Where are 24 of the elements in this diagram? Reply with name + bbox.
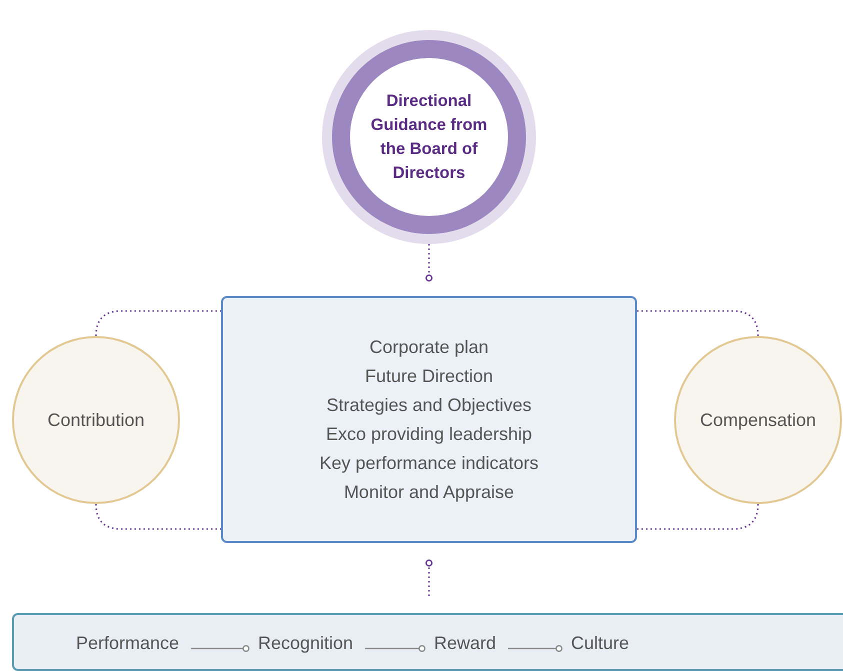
- dotted-connector: [425, 559, 433, 599]
- connector-line: [508, 645, 562, 652]
- dotted-connector: [637, 504, 759, 530]
- item-text: Strategies and Objectives: [326, 394, 532, 416]
- item-text: Contribution: [47, 408, 145, 432]
- item-text: Corporate plan: [369, 336, 489, 358]
- flow-step: Culture: [571, 632, 630, 657]
- guidance-text: Directional Guidance from the Board of Directors: [370, 91, 488, 184]
- flow-step: Reward: [434, 632, 496, 657]
- dotted-connector: [95, 504, 221, 530]
- plan-box: [221, 296, 637, 543]
- item-text: Compensation: [700, 408, 816, 432]
- connector-line: [191, 645, 250, 652]
- dotted-connector: [95, 310, 221, 336]
- connector-line: [365, 645, 426, 652]
- dotted-connector: [425, 244, 433, 282]
- item-text: Future Direction: [364, 364, 494, 388]
- flow-step: Performance: [76, 632, 180, 657]
- dotted-connector: [637, 310, 759, 336]
- item-text: Monitor and Appraise: [344, 480, 514, 504]
- item-text: Key performance indicators: [319, 452, 539, 474]
- flow-bar: [12, 613, 843, 671]
- flow-step: Recognition: [258, 632, 354, 657]
- item-text: Exco providing leadership: [326, 422, 532, 446]
